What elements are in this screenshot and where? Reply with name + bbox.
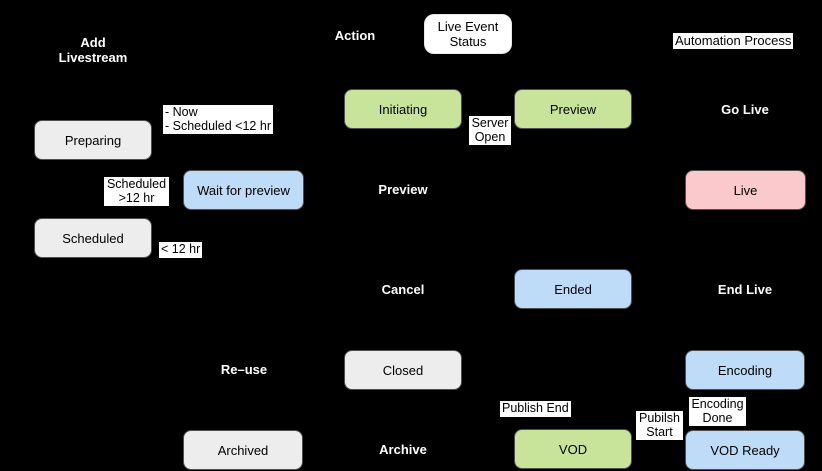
node-preparing: Preparing: [34, 120, 152, 160]
node-vod: VOD: [514, 429, 632, 469]
edge-label-publish-end: Publish End: [500, 401, 571, 417]
node-scheduled: Scheduled: [34, 218, 152, 258]
header-add-livestream: Add Livestream: [58, 35, 128, 65]
node-encoding: Encoding: [685, 350, 805, 390]
node-vod-ready: VOD Ready: [685, 430, 805, 470]
node-initiating: Initiating: [344, 89, 462, 129]
node-preview: Preview: [514, 89, 632, 129]
node-wait-for-preview: Wait for preview: [183, 170, 304, 210]
edge-label-pubilsh-start: Pubilsh Start: [636, 411, 683, 440]
action-end-live: End Live: [717, 282, 773, 297]
action-re-use: Re–use: [220, 362, 268, 377]
action-preview: Preview: [378, 182, 428, 197]
action-go-live: Go Live: [721, 102, 769, 117]
action-cancel: Cancel: [381, 282, 425, 297]
edge-label-lt-12hr: < 12 hr: [159, 242, 203, 258]
edge-label-scheduled-gt-12hr: Scheduled >12 hr: [104, 177, 169, 206]
node-closed: Closed: [344, 350, 462, 390]
node-archived: Archived: [183, 430, 303, 470]
edge-label-server-open: Server Open: [469, 116, 511, 145]
header-live-event-status: Live Event Status: [424, 14, 512, 54]
node-live: Live: [685, 170, 806, 210]
edge-label-encoding-done: Encoding Done: [689, 397, 746, 426]
action-archive: Archive: [379, 442, 427, 457]
edge-label-now-or-scheduled: - Now - Scheduled <12 hr: [163, 105, 273, 134]
header-automation-process: Automation Process: [673, 33, 794, 49]
header-action: Action: [334, 28, 376, 43]
node-ended: Ended: [514, 269, 632, 309]
